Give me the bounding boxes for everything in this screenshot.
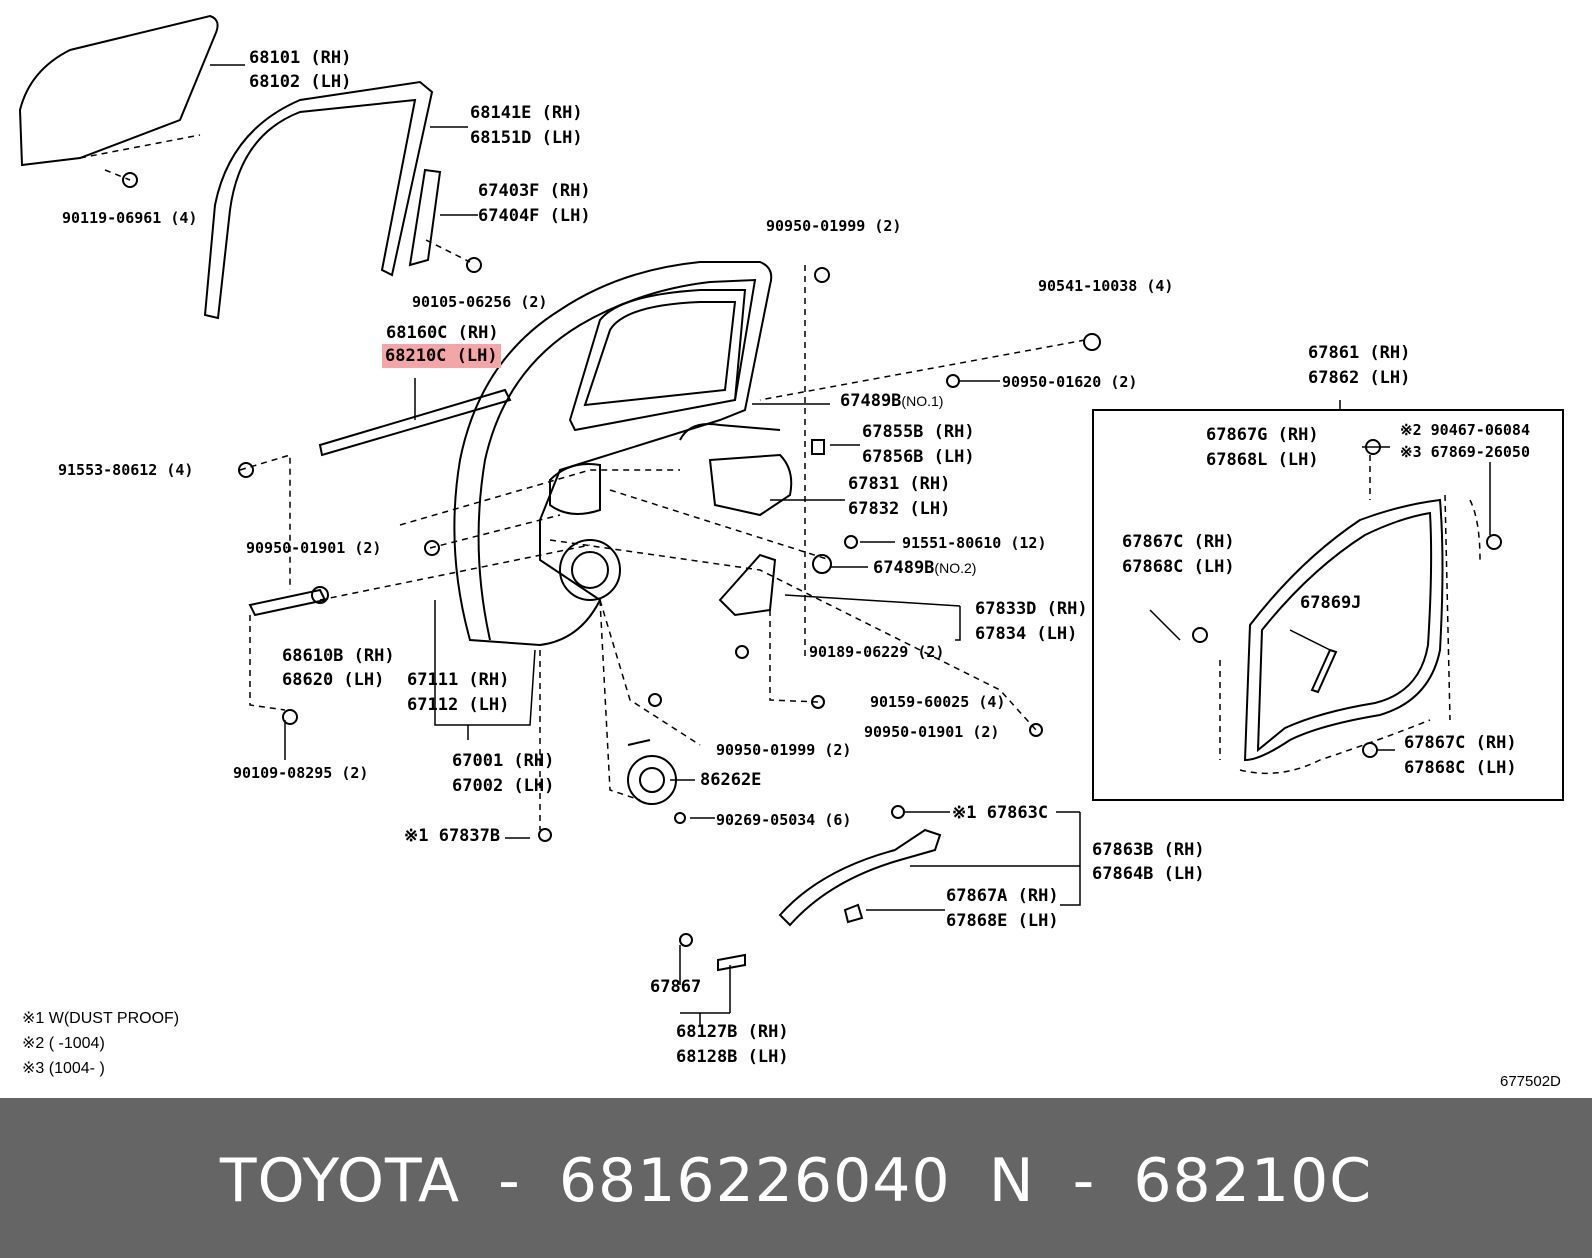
part-label-67862: 67862 (LH): [1308, 368, 1411, 388]
part-label-68101: 68101 (RH): [249, 48, 352, 68]
part-label-90950-01901-left: 90950-01901 (2): [246, 539, 382, 557]
part-label-67861: 67861 (RH): [1308, 343, 1411, 363]
part-label-67404F: 67404F (LH): [478, 206, 591, 226]
part-label-68141E: 68141E (RH): [470, 103, 583, 123]
part-label-67112: 67112 (LH): [407, 695, 510, 715]
part-label-67867C-lower: 67867C (RH): [1404, 733, 1517, 753]
note-2: ※2 ( -1004): [22, 1035, 105, 1052]
note-1: ※1 W(DUST PROOF): [22, 1010, 180, 1027]
part-label-90109: 90109-08295 (2): [233, 764, 369, 782]
part-label-90950-01999-bottom: 90950-01999 (2): [716, 741, 852, 759]
note-3: ※3 (1004- ): [22, 1060, 105, 1077]
part-label-67867C-upper: 67867C (RH): [1122, 532, 1235, 552]
part-label-86262E: 86262E: [700, 770, 762, 790]
parts-diagram: 68101 (RH) 68102 (LH) 68141E (RH) 68151D…: [18, 14, 1564, 1090]
part-label-67831: 67831 (RH): [848, 474, 951, 494]
part-label-68868C-upper: 67868C (LH): [1122, 557, 1235, 577]
part-label-67867G: 67867G (RH): [1206, 425, 1319, 445]
part-label-91553: 91553-80612 (4): [58, 461, 194, 479]
part-label-67001: 67001 (RH): [452, 751, 555, 771]
part-label-67837B: ※1 67837B: [404, 826, 501, 846]
part-label-67832: 67832 (LH): [848, 499, 951, 519]
part-label-68151D: 68151D (LH): [470, 128, 583, 148]
part-label-67489B-no2: 67489B(NO.2): [873, 558, 977, 578]
part-label-90269: 90269-05034 (6): [716, 811, 852, 829]
part-label-68102: 68102 (LH): [249, 72, 352, 92]
part-label-67834: 67834 (LH): [975, 624, 1078, 644]
part-label-90105: 90105-06256 (2): [412, 293, 548, 311]
part-label-67868C-lower: 67868C (LH): [1404, 758, 1517, 778]
part-label-68127B: 68127B (RH): [676, 1022, 789, 1042]
part-label-91551: 91551-80610 (12): [902, 534, 1047, 552]
part-label-90119: 90119-06961 (4): [62, 209, 198, 227]
footer-part-info: TOYOTA - 6816226040 N - 68210C: [219, 1146, 1373, 1216]
part-label-90950-01901-right: 90950-01901 (2): [864, 723, 1000, 741]
part-label-90189: 90189-06229 (2): [809, 643, 945, 661]
part-label-67489B-no1: 67489B(NO.1): [840, 391, 944, 411]
part-label-67833D: 67833D (RH): [975, 599, 1088, 619]
diagram-code: 677502D: [1500, 1073, 1561, 1090]
part-label-90541: 90541-10038 (4): [1038, 277, 1174, 295]
part-label-67864B: 67864B (LH): [1092, 864, 1205, 884]
highlight-68210C: 68210C (LH): [382, 344, 501, 368]
part-label-67856B: 67856B (LH): [862, 447, 975, 467]
part-label-67111: 67111 (RH): [407, 670, 510, 690]
part-label-90950-01620: 90950-01620 (2): [1002, 373, 1138, 391]
part-label-68610B: 68610B (RH): [282, 646, 395, 666]
part-label-68128B: 68128B (LH): [676, 1047, 789, 1067]
part-label-68620: 68620 (LH): [282, 670, 385, 690]
part-label-67867A: 67867A (RH): [946, 886, 1059, 906]
part-label-68160C: 68160C (RH): [386, 323, 499, 343]
part-label-67002: 67002 (LH): [452, 776, 555, 796]
part-label-67868E: 67868E (LH): [946, 911, 1059, 931]
part-label-67855B: 67855B (RH): [862, 422, 975, 442]
part-label-68210C-highlighted: 68210C (LH): [382, 344, 501, 368]
part-label-90159: 90159-60025 (4): [870, 693, 1006, 711]
part-label-67869-26050: ※3 67869-26050: [1400, 443, 1530, 461]
part-label-90467: ※2 90467-06084: [1400, 421, 1530, 439]
part-label-67863B: 67863B (RH): [1092, 840, 1205, 860]
footer-bar: TOYOTA - 6816226040 N - 68210C: [0, 1098, 1592, 1258]
part-label-67863C: ※1 67863C: [952, 803, 1049, 823]
part-label-67869J: 67869J: [1300, 593, 1362, 613]
door-parts-illustration: [18, 14, 1564, 1025]
part-label-67403F: 67403F (RH): [478, 181, 591, 201]
part-label-67867: 67867: [650, 977, 702, 997]
part-label-90950-01999-top: 90950-01999 (2): [766, 217, 902, 235]
part-label-67868L: 67868L (LH): [1206, 450, 1319, 470]
